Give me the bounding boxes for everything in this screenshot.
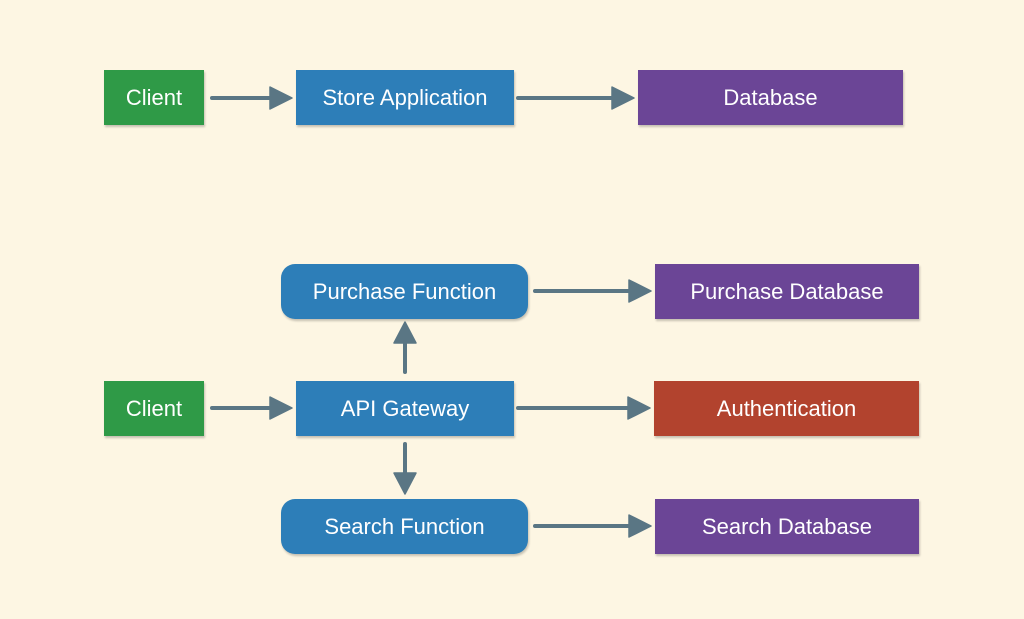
arrow-gateway-to-search-function xyxy=(393,442,417,495)
database-node: Database xyxy=(638,70,903,125)
serverless-client-node: Client xyxy=(104,381,204,436)
search-database-node: Search Database xyxy=(655,499,919,554)
search-function-node: Search Function xyxy=(281,499,528,554)
api-gateway-node: API Gateway xyxy=(296,381,514,436)
arrow-store-application-to-database xyxy=(516,86,635,110)
purchase-function-node: Purchase Function xyxy=(281,264,528,319)
arrow-search-function-to-search-database xyxy=(533,514,652,538)
purchase-database-node: Purchase Database xyxy=(655,264,919,319)
store-application-node: Store Application xyxy=(296,70,514,125)
arrow-client-to-store-application xyxy=(210,86,293,110)
authentication-node: Authentication xyxy=(654,381,919,436)
monolith-client-node: Client xyxy=(104,70,204,125)
arrow-purchase-function-to-purchase-database xyxy=(533,279,652,303)
arrow-client-to-api-gateway xyxy=(210,396,293,420)
arrow-gateway-to-purchase-function xyxy=(393,321,417,374)
arrow-gateway-to-authentication xyxy=(516,396,651,420)
